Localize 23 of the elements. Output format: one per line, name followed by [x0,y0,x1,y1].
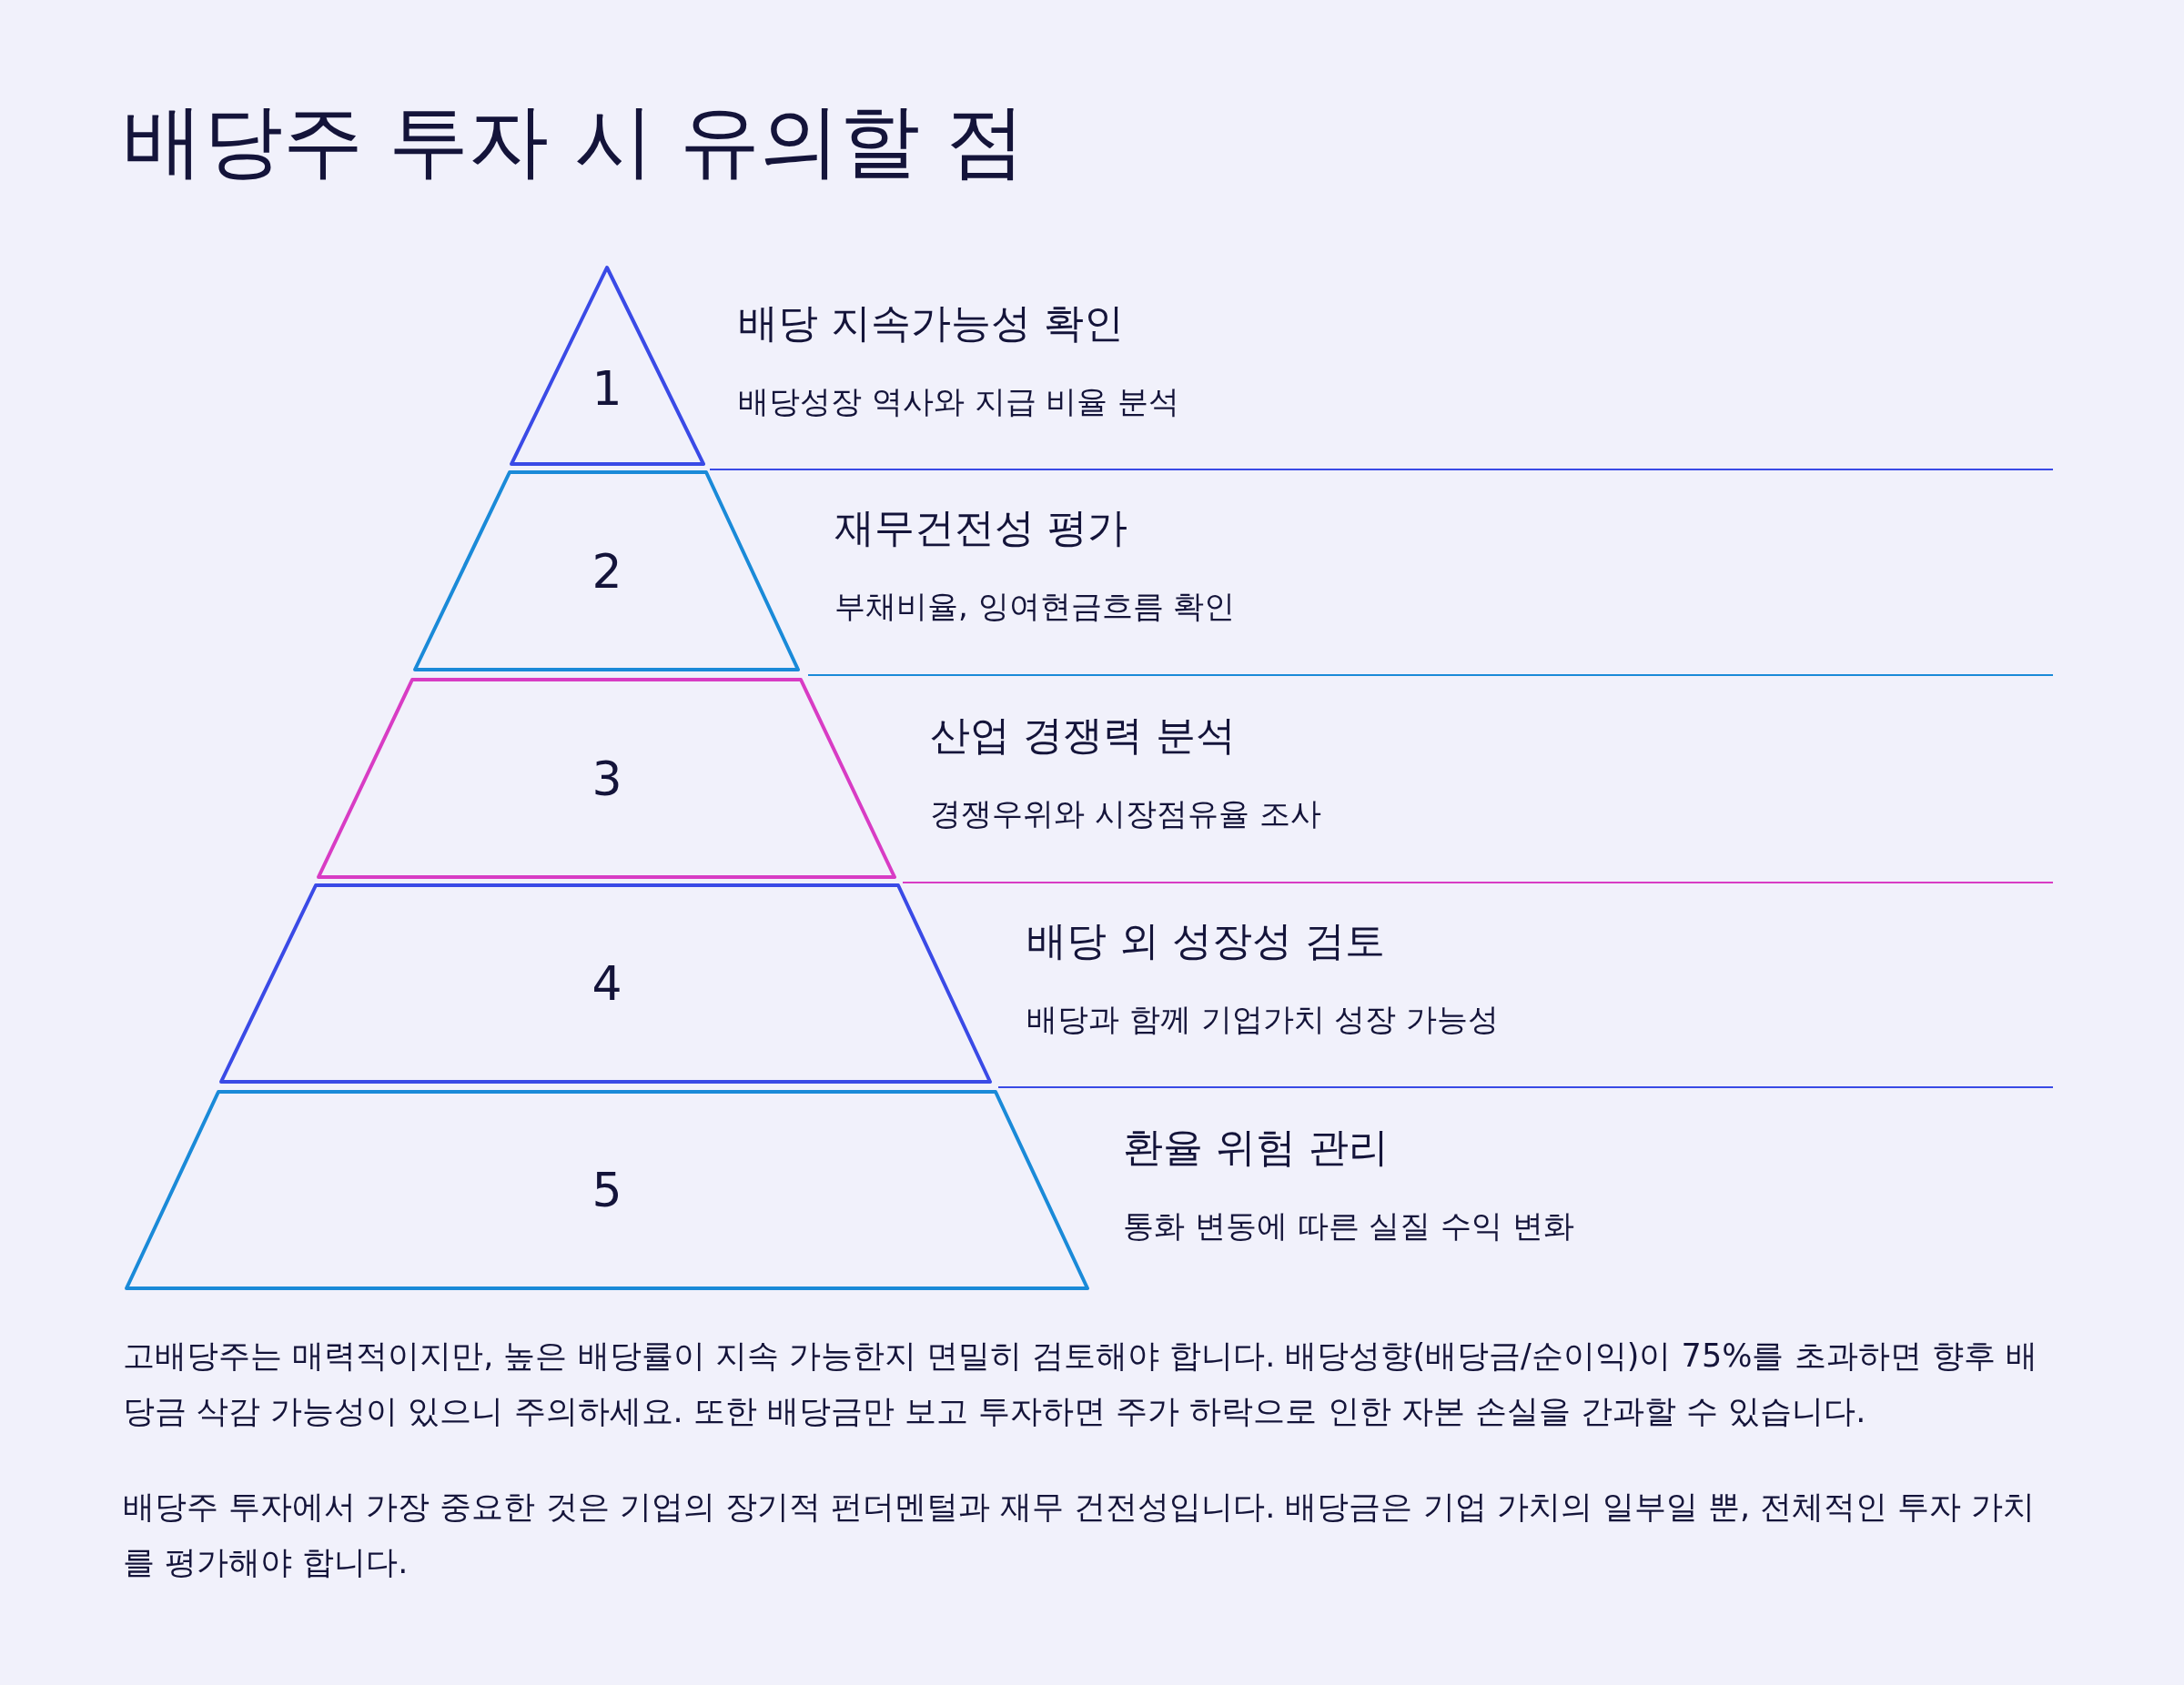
step-heading: 배당 외 성장성 검토 [1026,916,1385,965]
step-heading: 재무건전성 평가 [834,503,1127,552]
pyramid-layer [509,265,706,467]
pyramid-layer [124,1089,1090,1291]
layer-number: 5 [592,1163,622,1217]
step-description: 경쟁우위와 시장점유율 조사 [930,794,1321,833]
pyramid-layer [412,469,801,672]
layer-number: 1 [592,361,622,416]
step-heading: 산업 경쟁력 분석 [930,711,1236,760]
step-description: 부채비율, 잉여현금흐름 확인 [834,587,1236,626]
step-description: 통화 변동에 따른 실질 수익 변화 [1123,1206,1575,1246]
body-paragraph: 배당주 투자에서 가장 중요한 것은 기업의 장기적 펀더멘털과 재무 건전성입니다. 배당금은 기업 가치의 일부일 뿐, 전체적인 투자 가치를 평가해야 합니다. [123,1488,2037,1582]
step-description: 배당과 함께 기업가치 성장 가능성 [1026,1000,1500,1039]
step-heading: 배당 지속가능성 확인 [738,298,1124,348]
title: 배당주 투자 시 유의할 점 [123,93,1026,189]
pyramid-layer [218,883,993,1085]
layer-number: 2 [592,543,622,599]
pyramid-layer [316,677,897,880]
step-description: 배당성장 역사와 지급 비율 분석 [738,382,1180,421]
step-heading: 환율 위험 관리 [1123,1123,1389,1172]
layer-number: 4 [592,956,622,1011]
body-paragraph: 고배당주는 매력적이지만, 높은 배당률이 지속 가능한지 면밀히 검토해야 합니다. 배당성향(배당금/순이익)이 75%를 초과하면 향후 배당금 삭감 가능성이 있으니 주의하세요. 또한 배당금만 보고 투자하면 주가 하락으로 인한 자본 손실을 간과할 수 있습니다. [123,1337,2038,1431]
layer-number: 3 [592,751,622,806]
